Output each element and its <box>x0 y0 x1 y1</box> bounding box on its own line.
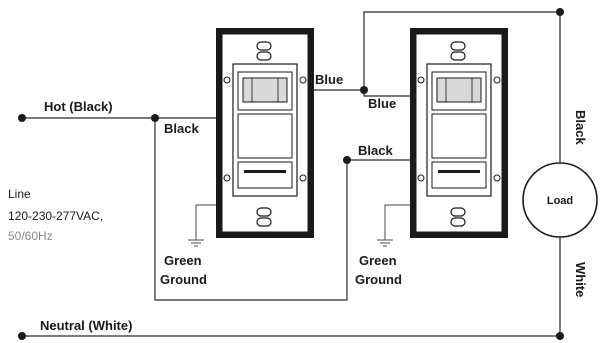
ground-symbol-icon <box>188 239 204 247</box>
hot-junction-dot <box>151 114 159 122</box>
neutral-terminal-dot <box>18 332 26 340</box>
left-occupancy-switch <box>216 28 314 238</box>
black-traveler-wire <box>154 118 430 301</box>
blue-top-label: Blue <box>315 72 343 87</box>
load-circle-icon <box>522 162 598 238</box>
line-title: Line <box>8 187 31 201</box>
switch-to-load-wire <box>363 11 561 163</box>
load-top-dot <box>556 8 564 16</box>
ground-left-label-2: Ground <box>160 272 207 287</box>
line-frequency: 50/60Hz <box>8 229 53 243</box>
load-black-label: Black <box>573 110 588 145</box>
black-right-label: Black <box>358 143 393 158</box>
wires <box>22 11 561 337</box>
black-junction-dot <box>343 156 351 164</box>
ground-left-label-1: Green <box>164 253 202 268</box>
blue-right-label: Blue <box>368 96 396 111</box>
ground-symbol-icon <box>377 239 393 247</box>
line-voltage: 120-230-277VAC, <box>8 209 103 223</box>
neutral-label: Neutral (White) <box>40 318 132 333</box>
black-left-label: Black <box>164 121 199 136</box>
ground-right-label-2: Ground <box>355 272 402 287</box>
ground-right-label-1: Green <box>359 253 397 268</box>
blue-junction-dot <box>360 86 368 94</box>
load-white-label: White <box>573 262 588 297</box>
junction-dots <box>18 8 564 340</box>
load-label: Load <box>547 195 573 207</box>
neutral-end-dot <box>556 332 564 340</box>
hot-label: Hot (Black) <box>44 99 113 114</box>
right-occupancy-switch <box>410 28 508 238</box>
hot-terminal-dot <box>18 114 26 122</box>
